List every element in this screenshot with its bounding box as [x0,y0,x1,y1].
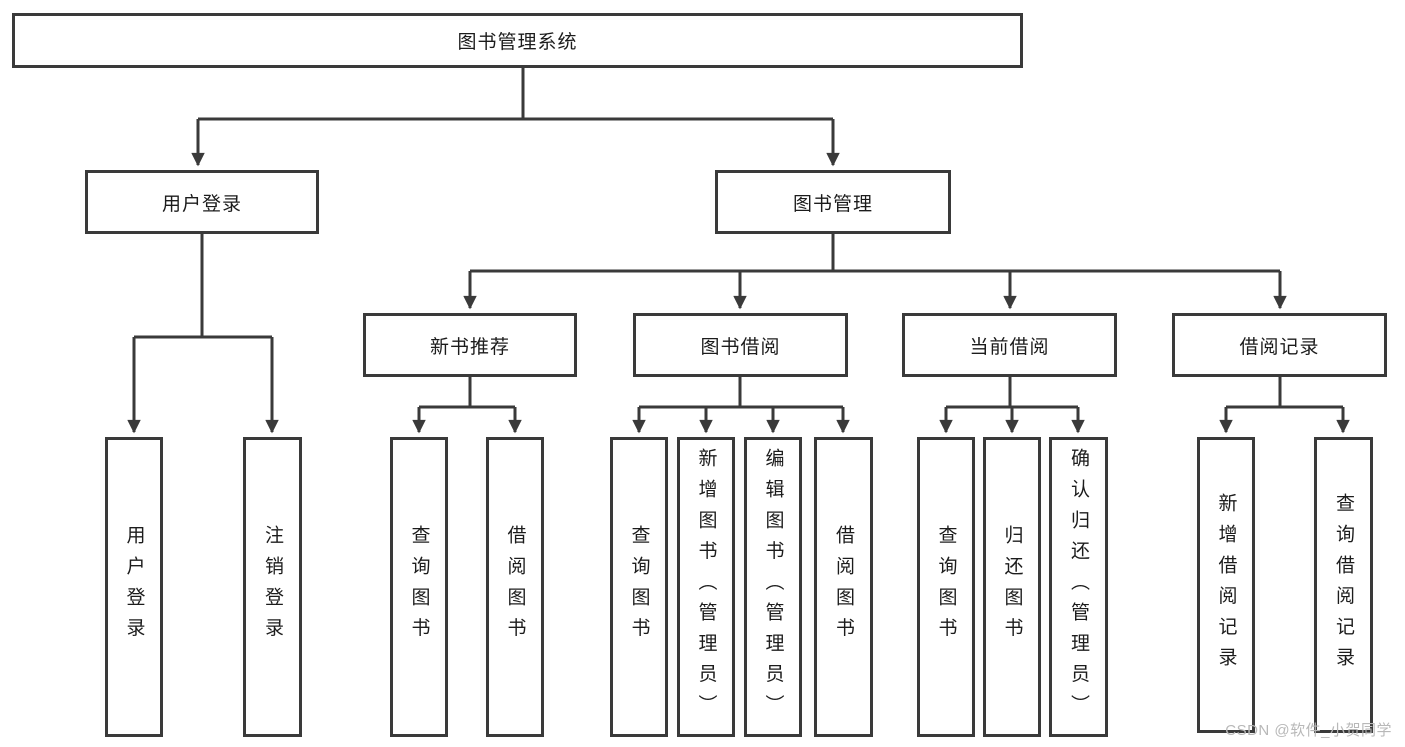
leaf-return-books-label: 归还图书 [1001,525,1023,649]
leaf-edit-books-admin-label: 编辑图书（管理员） [762,448,784,726]
leaf-edit-books-admin: 编辑图书（管理员） [744,437,802,737]
leaf-confirm-return-admin: 确认归还（管理员） [1049,437,1108,737]
leaf-confirm-return-admin-label: 确认归还（管理员） [1068,448,1089,726]
leaf-logout-label: 注销登录 [262,525,283,649]
node-new-book-recommend: 新书推荐 [363,313,577,377]
leaf-borrow-books: 借阅图书 [814,437,873,737]
node-borrow-record-label: 借阅记录 [1239,336,1320,358]
leaf-add-books-admin-label: 新增图书（管理员） [695,448,717,726]
node-user-login-label: 用户登录 [161,193,242,215]
node-book-borrow: 图书借阅 [633,313,848,377]
leaf-query-borrow-record-label: 查询借阅记录 [1333,492,1354,678]
node-current-borrow: 当前借阅 [902,313,1117,377]
leaf-add-borrow-record: 新增借阅记录 [1197,437,1255,733]
node-root-label: 图书管理系统 [457,32,578,53]
leaf-user-login: 用户登录 [105,437,163,737]
node-book-management-label: 图书管理 [792,193,873,215]
node-user-login-branch: 用户登录 [85,170,319,234]
leaf-query-books-recommend: 查询图书 [390,437,448,737]
leaf-add-borrow-record-label: 新增借阅记录 [1215,492,1237,678]
leaf-return-books: 归还图书 [983,437,1041,737]
node-new-book-recommend-label: 新书推荐 [429,336,510,358]
leaf-query-books-borrow: 查询图书 [610,437,668,737]
leaf-query-borrow-record: 查询借阅记录 [1314,437,1373,733]
leaf-user-login-label: 用户登录 [123,525,145,649]
leaf-query-books-current-label: 查询图书 [935,525,957,649]
node-borrow-record: 借阅记录 [1172,313,1387,377]
leaf-query-books-current: 查询图书 [917,437,975,737]
leaf-logout: 注销登录 [243,437,302,737]
leaf-borrow-books-recommend: 借阅图书 [486,437,544,737]
node-current-borrow-label: 当前借阅 [969,336,1050,358]
leaf-borrow-books-label: 借阅图书 [833,525,854,649]
leaf-borrow-books-recommend-label: 借阅图书 [504,525,526,649]
node-book-management-branch: 图书管理 [715,170,951,234]
leaf-query-books-recommend-label: 查询图书 [408,525,430,649]
node-root: 图书管理系统 [12,13,1023,68]
leaf-query-books-borrow-label: 查询图书 [628,525,650,649]
csdn-watermark: CSDN @软件_小贺同学 [1225,722,1392,739]
leaf-add-books-admin: 新增图书（管理员） [677,437,735,737]
node-book-borrow-label: 图书借阅 [700,336,781,358]
